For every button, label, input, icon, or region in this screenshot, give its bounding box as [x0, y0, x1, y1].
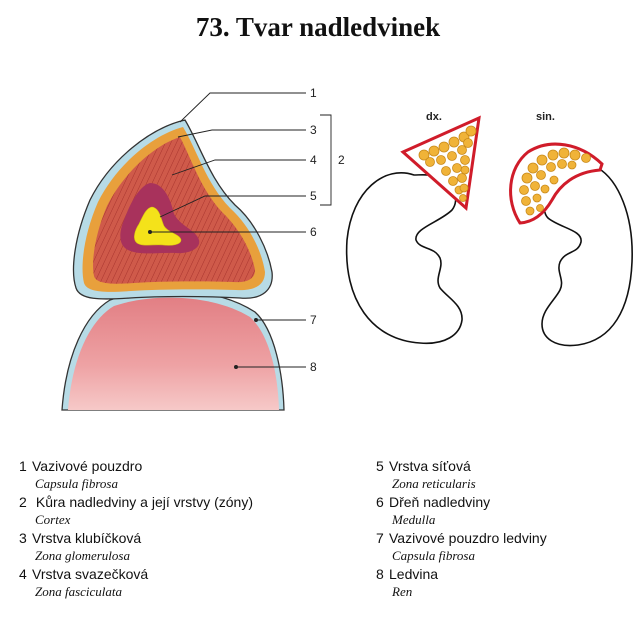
legend-czech: Vazivové pouzdro	[32, 458, 143, 474]
legend-entry: 3 Vrstva klubíčková Zona glomerulosa	[19, 530, 319, 566]
adrenal-left	[509, 142, 604, 225]
leader-4	[171, 159, 306, 176]
label-dx: dx.	[426, 111, 442, 123]
leader-lines	[150, 92, 332, 368]
page-title: 73. Tvar nadledvinek	[195, 12, 441, 42]
legend-latin: Cortex	[35, 512, 71, 527]
callout-7: 7	[310, 313, 317, 327]
kidney-section	[61, 290, 285, 411]
legend-czech: Ledvina	[389, 566, 439, 582]
legend-number: 2	[19, 494, 27, 510]
legend-czech: Dřeň nadledviny	[389, 494, 491, 510]
dot-8	[234, 365, 238, 369]
callout-6: 6	[310, 225, 317, 239]
legend-column-right: 5 Vrstva síťová Zona reticularis 6 Dřeň na…	[376, 458, 626, 602]
callout-5: 5	[310, 189, 317, 203]
legend-number: 1	[19, 458, 27, 474]
adrenal-right	[400, 115, 481, 211]
legend-latin: Zona reticularis	[392, 476, 476, 491]
legend-czech: Vazivové pouzdro ledviny	[389, 530, 547, 546]
legend-czech: Kůra nadledviny a její vrstvy (zóny)	[32, 494, 253, 510]
legend-number: 8	[376, 566, 384, 582]
leader-1	[179, 92, 306, 123]
legend-latin: Ren	[392, 584, 413, 599]
legend-czech: Vrstva klubíčková	[32, 530, 142, 546]
kidney-right-outline	[345, 172, 463, 345]
legend-column-left: 1 Vazivové pouzdro Capsula fibrosa 2 Kůra…	[19, 458, 319, 602]
kidney-tissue	[68, 297, 279, 410]
dot-6	[148, 230, 152, 234]
callout-4: 4	[310, 153, 317, 167]
legend-entry: 8 Ledvina Ren	[376, 566, 626, 602]
label-sin: sin.	[536, 111, 555, 123]
callout-1: 1	[310, 86, 317, 100]
legend-entry: 4 Vrstva svazečková Zona fasciculata	[19, 566, 319, 602]
bracket-2	[320, 114, 332, 206]
callout-3: 3	[310, 123, 317, 137]
legend-czech: Vrstva svazečková	[32, 566, 149, 582]
legend-latin: Zona glomerulosa	[35, 548, 130, 563]
legend-number: 4	[19, 566, 27, 582]
legend-number: 5	[376, 458, 384, 474]
legend-latin: Capsula fibrosa	[392, 548, 475, 563]
legend-entry: 6 Dřeň nadledviny Medulla	[376, 494, 626, 530]
leader-dots	[148, 230, 258, 369]
legend-entry: 5 Vrstva síťová Zona reticularis	[376, 458, 626, 494]
leader-3	[177, 129, 306, 138]
adrenal-diagram: 1 3 4 5 6 2 7 8 dx.	[61, 86, 633, 411]
legend-latin: Zona fasciculata	[35, 584, 123, 599]
legend-number: 7	[376, 530, 384, 546]
legend-latin: Capsula fibrosa	[35, 476, 118, 491]
legend-number: 3	[19, 530, 27, 546]
callout-2: 2	[338, 153, 345, 167]
legend-latin: Medulla	[392, 512, 436, 527]
dot-7	[254, 318, 258, 322]
legend-entry: 2 Kůra nadledviny a její vrstvy (zóny) C…	[19, 494, 319, 530]
callout-8: 8	[310, 360, 317, 374]
legend-czech: Vrstva síťová	[389, 458, 471, 474]
leader-5	[159, 195, 306, 218]
legend-entry: 1 Vazivové pouzdro Capsula fibrosa	[19, 458, 319, 494]
medulla	[134, 206, 182, 246]
legend-number: 6	[376, 494, 384, 510]
legend-entry: 7 Vazivové pouzdro ledviny Capsula fibros…	[376, 530, 626, 566]
adrenal-gland	[72, 119, 273, 300]
